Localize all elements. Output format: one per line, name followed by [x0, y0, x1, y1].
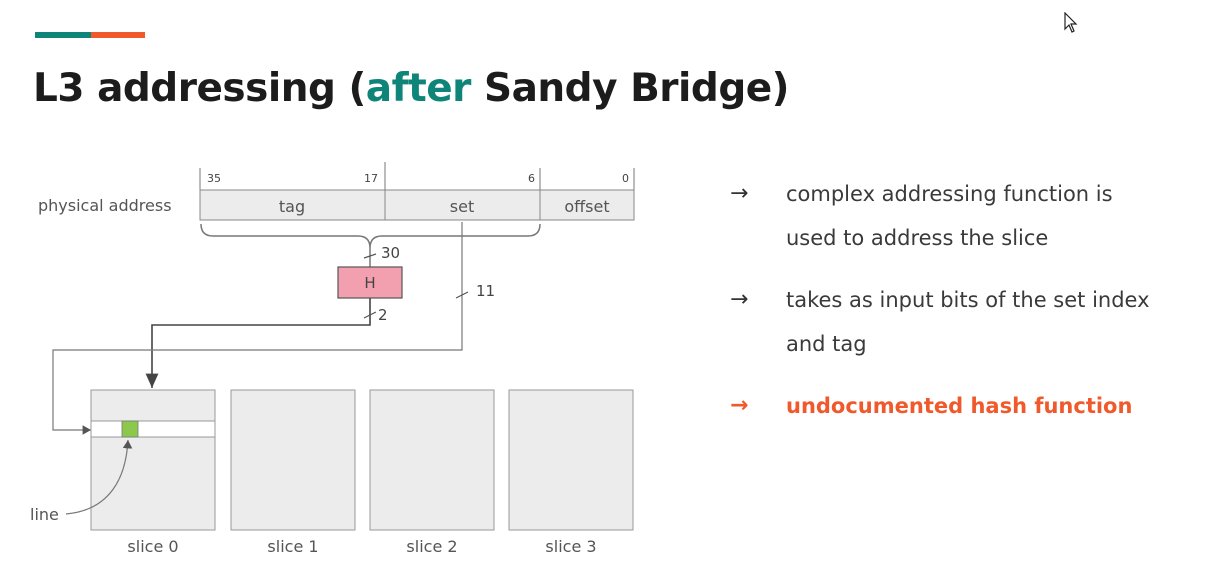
title-highlight: after	[365, 66, 472, 111]
bullet-item: → complex addressing function is used to…	[730, 172, 1200, 260]
l3-addressing-diagram: physical address 35 17 6 0 tag set offse…	[30, 162, 635, 556]
arrow-icon: →	[730, 181, 749, 206]
bullet-text: takes as input bits of the set index and…	[786, 288, 1150, 356]
slice-select-wire	[145, 298, 371, 388]
title-suffix: Sandy Bridge)	[470, 66, 790, 111]
slice-label-2: slice 2	[406, 537, 457, 556]
slice-box-0	[90, 389, 216, 531]
width-label-30: 30	[381, 244, 400, 262]
offset-field-label: offset	[564, 197, 609, 216]
offset-field	[539, 189, 635, 221]
accent-bar-orange	[91, 32, 145, 38]
slice-label-3: slice 3	[545, 537, 596, 556]
input-brace	[200, 223, 541, 249]
bullet-list: → complex addressing function is used to…	[730, 172, 1200, 446]
width-slash-2	[363, 311, 377, 319]
title-prefix: L3 addressing (	[33, 66, 366, 111]
arrow-icon: →	[730, 287, 749, 312]
hash-function-label: H	[364, 274, 375, 292]
bit-label-17: 17	[364, 172, 378, 185]
hash-function-box	[337, 266, 403, 299]
width-label-2: 2	[378, 306, 388, 324]
accent-bar	[35, 32, 145, 38]
tag-field	[199, 189, 386, 221]
line-label: line	[30, 505, 59, 524]
width-label-11: 11	[476, 282, 495, 300]
slice-box-2	[369, 389, 495, 531]
cache-set-row	[90, 420, 216, 438]
slice-box-1	[230, 389, 356, 531]
bullet-text: undocumented hash function	[786, 394, 1133, 418]
slice-label-0: slice 0	[127, 537, 178, 556]
slice-label-1: slice 1	[267, 537, 318, 556]
width-slash-30	[363, 253, 377, 259]
bit-label-6: 6	[528, 172, 535, 185]
bullet-text: complex addressing function is used to a…	[786, 182, 1113, 250]
bit-label-35: 35	[207, 172, 221, 185]
accent-bar-teal	[35, 32, 91, 38]
slice-box-3	[508, 389, 634, 531]
physical-address-label: physical address	[38, 196, 172, 215]
set-index-wire	[52, 222, 463, 435]
bullet-item: → takes as input bits of the set index a…	[730, 278, 1200, 366]
bit-label-0: 0	[622, 172, 629, 185]
tag-field-label: tag	[279, 197, 305, 216]
slide-title: L3 addressing (after Sandy Bridge)	[33, 66, 790, 111]
cache-line	[121, 420, 139, 438]
width-slash-11	[455, 291, 469, 299]
bullet-item-emphasis: → undocumented hash function	[730, 384, 1200, 428]
arrow-icon: →	[730, 393, 749, 418]
mouse-pointer-icon	[1064, 12, 1078, 33]
set-field-label: set	[450, 197, 474, 216]
line-callout-arrow	[65, 439, 133, 515]
